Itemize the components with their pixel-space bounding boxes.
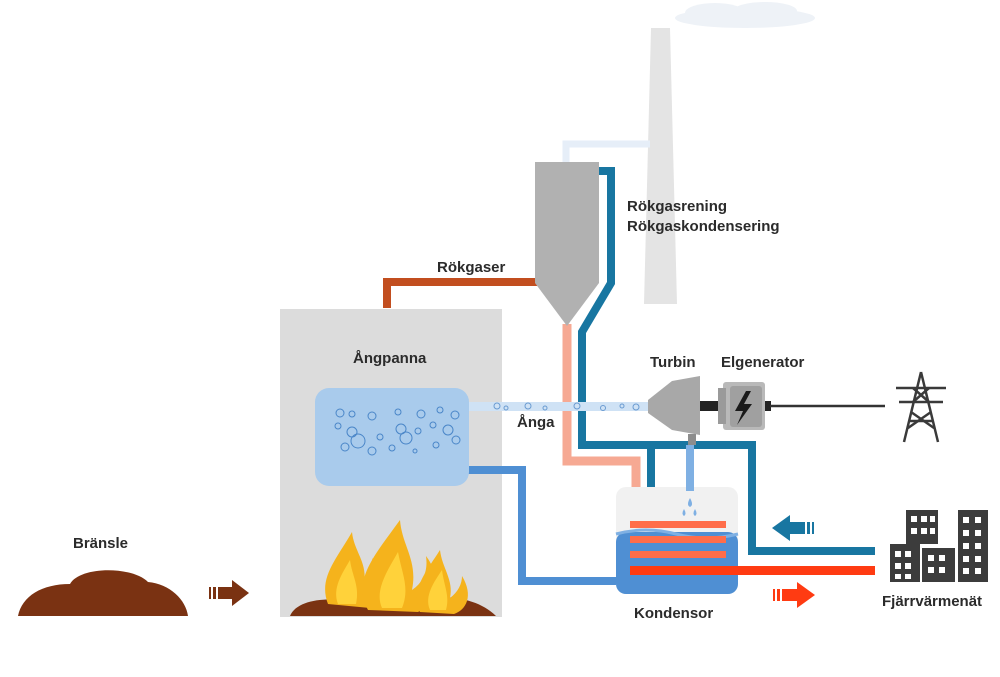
lightning-icon — [735, 391, 752, 425]
fuel-pile — [18, 570, 188, 616]
steam-drum — [315, 388, 469, 486]
flue-gas-filter — [535, 162, 599, 326]
label-district-heating: Fjärrvärmenät — [882, 593, 983, 610]
flue-gas-pipe — [383, 278, 538, 308]
label-flue-gases: Rökgaser — [437, 259, 506, 276]
label-steam: Ånga — [517, 414, 555, 431]
condenser — [615, 487, 739, 594]
chimney — [644, 28, 677, 304]
feedwater-pipe — [468, 466, 616, 585]
turbine — [648, 376, 700, 445]
district-heating-supply-pipe — [630, 566, 875, 575]
steam-drop — [682, 445, 697, 516]
steam-bubbles — [493, 402, 640, 411]
supply-flow-arrow-icon — [773, 582, 815, 608]
city-buildings-icon — [890, 510, 988, 582]
steam-pipe — [468, 402, 648, 411]
return-flow-arrow-icon — [772, 515, 814, 541]
label-boiler: Ångpanna — [353, 350, 427, 367]
label-generator: Elgenerator — [721, 354, 805, 371]
flames-icon — [325, 520, 468, 614]
power-pylon-icon — [896, 371, 946, 443]
label-turbine: Turbin — [650, 354, 696, 371]
pipe-filter-to-chimney — [562, 140, 650, 165]
label-fuel: Bränsle — [73, 535, 129, 552]
smoke-cloud — [675, 2, 815, 28]
fuel-flow-arrow-icon — [209, 580, 249, 606]
pink-condensate-pipe — [562, 324, 725, 512]
label-smoke-condensing: Rökgaskondensering — [627, 218, 780, 235]
label-condenser: Kondensor — [634, 605, 714, 622]
dark-blue-return-pipe — [578, 167, 875, 555]
label-smoke-cleaning: Rökgasrening — [627, 198, 728, 215]
generator — [718, 382, 771, 430]
turbine-shaft — [700, 401, 724, 411]
